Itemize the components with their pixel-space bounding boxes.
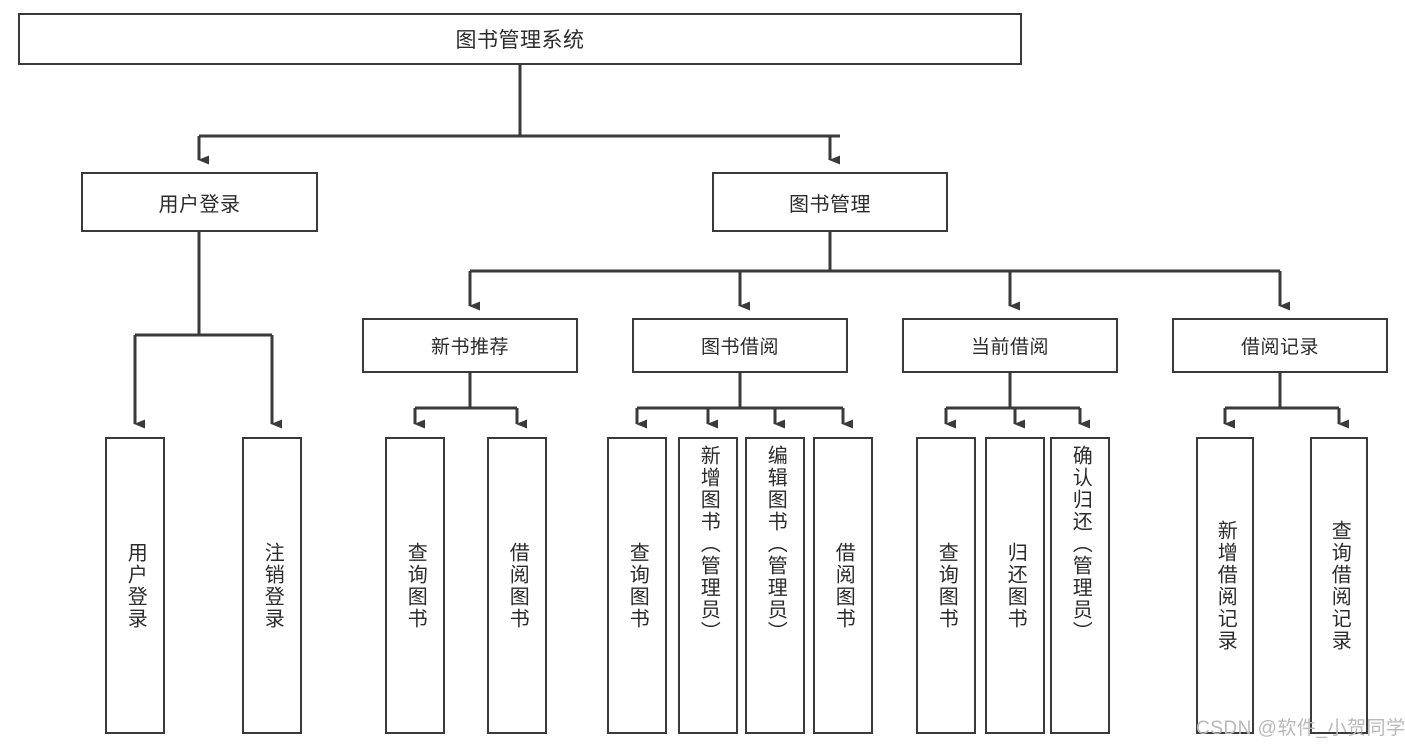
node-root[interactable]: 图书管理系统 [18,13,1022,65]
node-leaf-add-book[interactable]: 新增图书（管理员） [678,437,738,734]
node-book-borrow[interactable]: 图书借阅 [632,318,848,373]
node-current-borrow-label: 当前借阅 [970,337,1049,358]
node-current-borrow[interactable]: 当前借阅 [902,318,1118,373]
node-leaf-query-book-cur-label: 查询图书 [935,541,958,630]
node-leaf-query-book-rec-label: 查询图书 [404,541,427,630]
node-leaf-user-login[interactable]: 用户登录 [105,437,165,734]
node-new-book-rec[interactable]: 新书推荐 [362,318,578,373]
node-leaf-user-logout-label: 注销登录 [261,541,284,630]
node-leaf-return-book[interactable]: 归还图书 [985,437,1045,734]
node-book-manage[interactable]: 图书管理 [712,172,948,232]
node-borrow-record[interactable]: 借阅记录 [1172,318,1388,373]
node-leaf-borrow-book-label: 借阅图书 [832,541,855,630]
node-leaf-query-book-label: 查询图书 [626,541,649,630]
node-leaf-query-record[interactable]: 查询借阅记录 [1310,437,1368,734]
node-leaf-borrow-book-rec-label: 借阅图书 [506,541,529,630]
node-leaf-user-login-label: 用户登录 [124,541,147,630]
node-book-borrow-label: 图书借阅 [700,337,779,358]
node-leaf-query-record-label: 查询借阅记录 [1328,519,1351,652]
node-borrow-record-label: 借阅记录 [1240,337,1319,358]
node-leaf-borrow-book-rec[interactable]: 借阅图书 [487,437,547,734]
node-leaf-user-logout[interactable]: 注销登录 [242,437,302,734]
node-leaf-confirm-return[interactable]: 确认归还（管理员） [1050,437,1110,734]
node-root-label: 图书管理系统 [455,29,585,52]
node-leaf-confirm-return-label: 确认归还（管理员） [1069,445,1092,643]
node-book-manage-label: 图书管理 [789,193,871,216]
node-leaf-borrow-book[interactable]: 借阅图书 [813,437,873,734]
node-leaf-query-book-cur[interactable]: 查询图书 [916,437,976,734]
node-leaf-query-book[interactable]: 查询图书 [607,437,667,734]
node-leaf-edit-book[interactable]: 编辑图书（管理员） [745,437,805,734]
node-leaf-query-book-rec[interactable]: 查询图书 [385,437,445,734]
node-new-book-rec-label: 新书推荐 [430,337,509,358]
node-leaf-add-record[interactable]: 新增借阅记录 [1196,437,1254,734]
watermark: CSDN @软件_小贺同学 [1196,718,1405,739]
node-leaf-add-record-label: 新增借阅记录 [1214,519,1237,652]
node-user-login-label: 用户登录 [158,193,241,216]
node-leaf-return-book-label: 归还图书 [1004,541,1027,630]
node-leaf-edit-book-label: 编辑图书（管理员） [764,445,787,643]
node-leaf-add-book-label: 新增图书（管理员） [697,445,720,643]
node-user-login[interactable]: 用户登录 [81,172,318,232]
